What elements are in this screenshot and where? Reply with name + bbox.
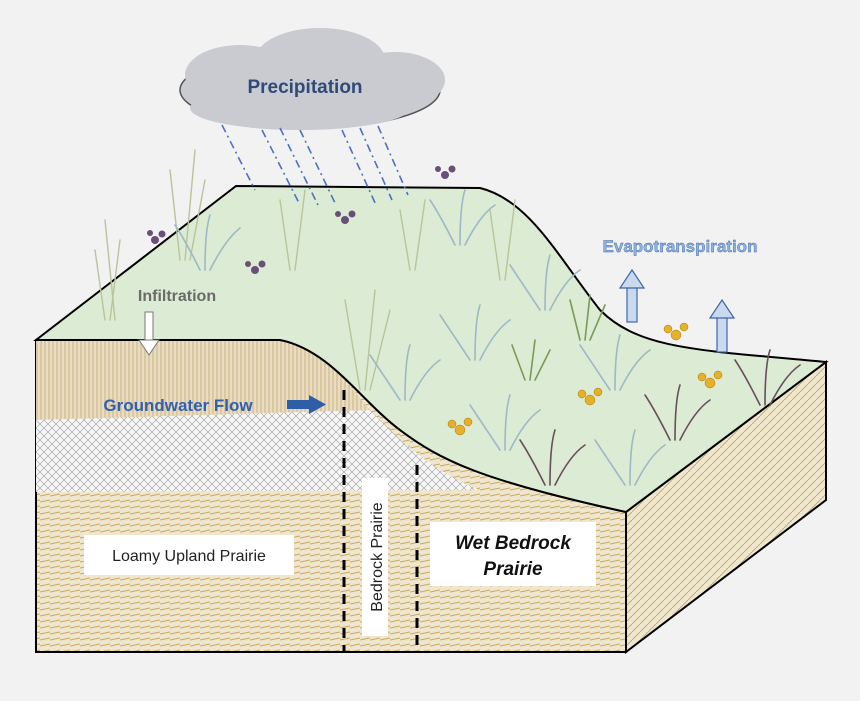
- bedrock-prairie-label: Bedrock Prairie: [369, 502, 386, 611]
- loamy-upland-prairie-label: Loamy Upland Prairie: [112, 548, 266, 565]
- precipitation-label: Precipitation: [247, 77, 362, 98]
- groundwater-arrow-icon: [287, 395, 326, 414]
- rain-icon: [221, 124, 409, 206]
- bedrock-layer: [36, 410, 480, 492]
- grass-plants: [94, 149, 801, 486]
- top-surface: [33, 184, 829, 514]
- infiltration-arrow-icon: [138, 311, 160, 356]
- cloud-icon: [179, 28, 445, 130]
- goldenrod-flower-icons: [447, 322, 723, 436]
- groundwater-flow-label: Groundwater Flow: [103, 396, 253, 415]
- evapotranspiration-label: Evapotranspiration: [603, 237, 758, 256]
- evapotranspiration-arrow-icon-2: [708, 298, 736, 353]
- loamy-label-box: [84, 535, 294, 575]
- wet-bedrock-prairie-label-line2: Prairie: [483, 559, 543, 580]
- evapotranspiration-arrow-icon-1: [618, 268, 646, 323]
- wet-bedrock-prairie-label-line1: Wet Bedrock: [455, 533, 572, 554]
- purple-flower-icons: [147, 165, 456, 274]
- wet-bedrock-label-box: [430, 522, 596, 586]
- infiltration-label: Infiltration: [138, 288, 216, 305]
- upper-soil-layer: [36, 340, 370, 420]
- bedrock-label-box: [362, 478, 388, 636]
